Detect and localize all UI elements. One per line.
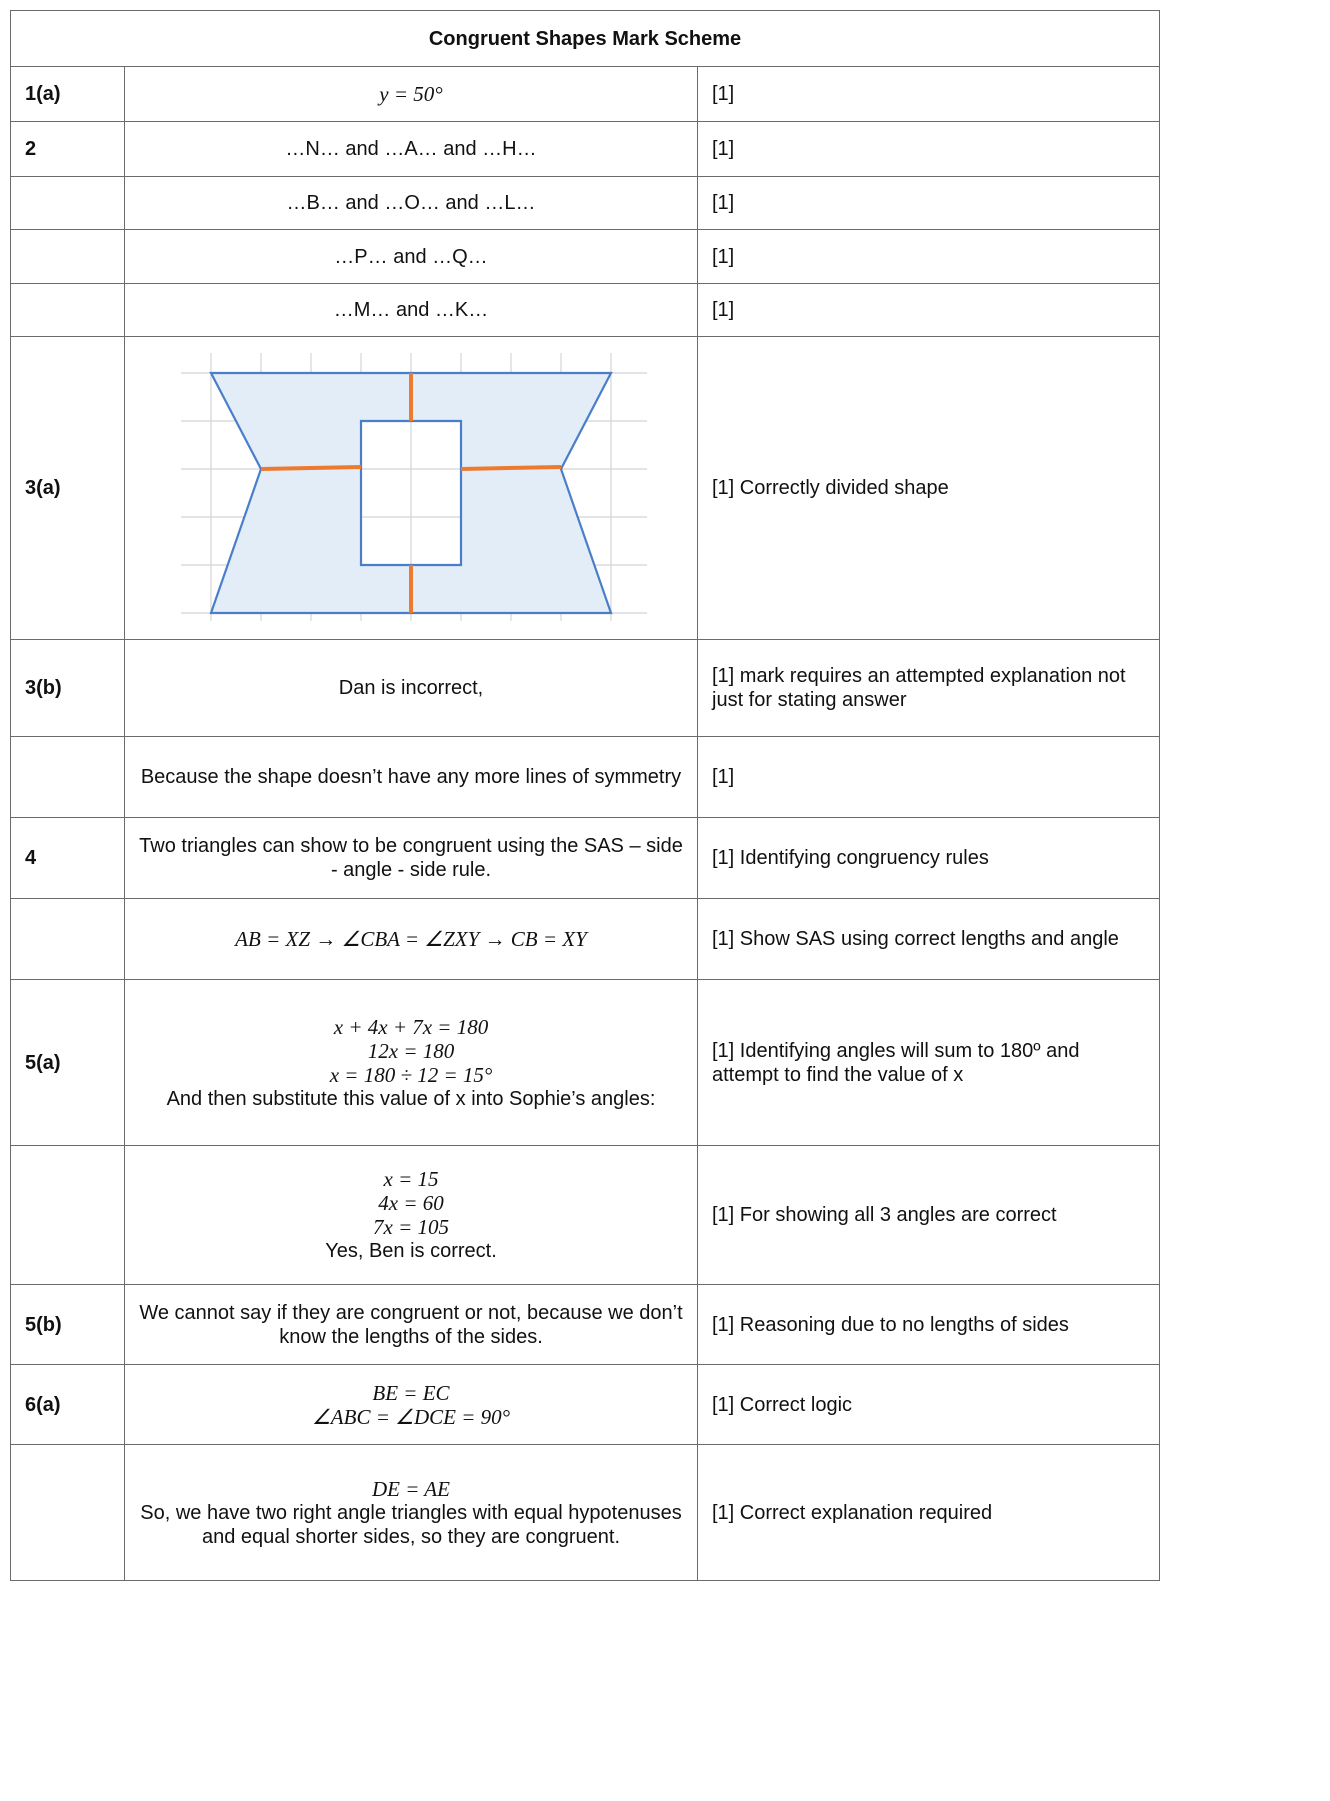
mark-cell: [1] Identifying congruency rules [696,817,1161,899]
answer-line: x = 180 ÷ 12 = 15° [329,1062,493,1087]
mark-cell: [1] [696,176,1161,230]
table-row: AB = XZ → ∠CBA = ∠ZXY → CB = XY [1] Show… [10,898,1161,980]
answer-line: DE = AE [372,1476,450,1501]
question-number: 3(a) [10,336,125,640]
mark-cell: [1] [696,229,1161,284]
answer-line: So, we have two right angle triangles wi… [140,1501,682,1548]
answer-line: …P… and …Q… [334,245,488,268]
answer-line: x = 15 [383,1167,439,1191]
answer-line: BE = EC [372,1380,450,1405]
answer-line: 12x = 180 [367,1038,455,1063]
answer-cell: Because the shape doesn’t have any more … [124,736,698,818]
mark-cell: [1] Correct logic [696,1364,1161,1445]
shape-outline [209,371,613,615]
question-number: 5(b) [10,1284,125,1365]
table-row: 5(a) x + 4x + 7x = 180 12x = 180 x = 180… [10,979,1161,1146]
answer-cell: x = 15 4x = 60 7x = 105 Yes, Ben is corr… [124,1145,698,1285]
answer-cell: y = 50° [124,66,698,122]
question-number [10,1444,125,1581]
table-row: 3(b) Dan is incorrect, [1] mark requires… [10,639,1161,737]
mark-cell: [1] [696,736,1161,818]
answer-cell: AB = XZ → ∠CBA = ∠ZXY → CB = XY [124,898,698,980]
answer-cell: Dan is incorrect, [124,639,698,737]
table-row: 1(a) y = 50° [1] [10,66,1161,122]
answer-line: x + 4x + 7x = 180 [333,1014,489,1039]
question-number: 2 [10,121,125,177]
answer-line: AB = XZ → ∠CBA = ∠ZXY → CB = XY [235,927,587,951]
table-row: …P… and …Q… [1] [10,229,1161,284]
mark-cell: [1] Identifying angles will sum to 180º … [696,979,1161,1146]
question-number [10,176,125,230]
answer-line: We cannot say if they are congruent or n… [139,1301,683,1348]
question-number [10,736,125,818]
answer-line: Dan is incorrect, [338,677,484,699]
table-title: Congruent Shapes Mark Scheme [9,10,1161,67]
table-row: 2 …N… and …A… and …H… [1] [10,121,1161,177]
answer-line: Because the shape doesn’t have any more … [140,766,682,788]
answer-cell: …B… and …O… and …L… [124,176,698,230]
mark-cell: [1] Correct explanation required [696,1444,1161,1581]
answer-cell: …N… and …A… and …H… [124,121,698,177]
mark-scheme-table: Congruent Shapes Mark Scheme 1(a) y = 50… [9,10,1161,1581]
answer-cell: x + 4x + 7x = 180 12x = 180 x = 180 ÷ 12… [124,979,698,1146]
answer-line: …M… and …K… [333,299,489,321]
question-number: 5(a) [10,979,125,1146]
question-number [10,229,125,284]
table-row: …M… and …K… [1] [10,283,1161,337]
answer-cell: We cannot say if they are congruent or n… [124,1284,698,1365]
cut-lines [260,373,562,613]
table-row: 3(a) [10,336,1161,640]
answer-line: …N… and …A… and …H… [285,138,537,160]
answer-line: ∠ABC = ∠DCE = 90° [311,1404,511,1429]
mark-cell: [1] Correctly divided shape [696,336,1161,640]
table-row: 6(a) BE = EC ∠ABC = ∠DCE = 90° [1] Corre… [10,1364,1161,1445]
mark-cell: [1] [696,66,1161,122]
mark-cell: [1] mark requires an attempted explanati… [696,639,1161,737]
mark-cell: [1] [696,283,1161,337]
question-number: 4 [10,817,125,899]
question-number [10,283,125,337]
answer-cell: DE = AE So, we have two right angle tria… [124,1444,698,1581]
table-row: DE = AE So, we have two right angle tria… [10,1444,1161,1581]
answer-cell [124,336,698,640]
mark-cell: [1] [696,121,1161,177]
table-row: …B… and …O… and …L… [1] [10,176,1161,230]
answer-line: …B… and …O… and …L… [286,192,536,214]
table-row: Because the shape doesn’t have any more … [10,736,1161,818]
question-number: 1(a) [10,66,125,122]
mark-cell: [1] Reasoning due to no lengths of sides [696,1284,1161,1365]
table-row: 4 Two triangles can show to be congruent… [10,817,1161,899]
answer-cell: BE = EC ∠ABC = ∠DCE = 90° [124,1364,698,1445]
answer-line: 7x = 105 [373,1215,449,1239]
answer-cell: …M… and …K… [124,283,698,337]
question-number [10,1145,125,1285]
answer-line: y = 50° [379,82,443,106]
question-number: 3(b) [10,639,125,737]
answer-line: And then substitute this value of x into… [166,1087,656,1110]
answer-line: Yes, Ben is correct. [325,1240,497,1262]
table-header-row: Congruent Shapes Mark Scheme [9,10,1161,67]
table-row: x = 15 4x = 60 7x = 105 Yes, Ben is corr… [10,1145,1161,1285]
answer-line: 4x = 60 [378,1191,444,1215]
table-row: 5(b) We cannot say if they are congruent… [10,1284,1161,1365]
mark-cell: [1] Show SAS using correct lengths and a… [696,898,1161,980]
answer-cell: …P… and …Q… [124,229,698,284]
answer-cell: Two triangles can show to be congruent u… [124,817,698,899]
divided-shape-diagram [181,353,647,621]
question-number: 6(a) [10,1364,125,1445]
mark-cell: [1] For showing all 3 angles are correct [696,1145,1161,1285]
answer-line: Two triangles can show to be congruent u… [139,835,683,881]
question-number [10,898,125,980]
